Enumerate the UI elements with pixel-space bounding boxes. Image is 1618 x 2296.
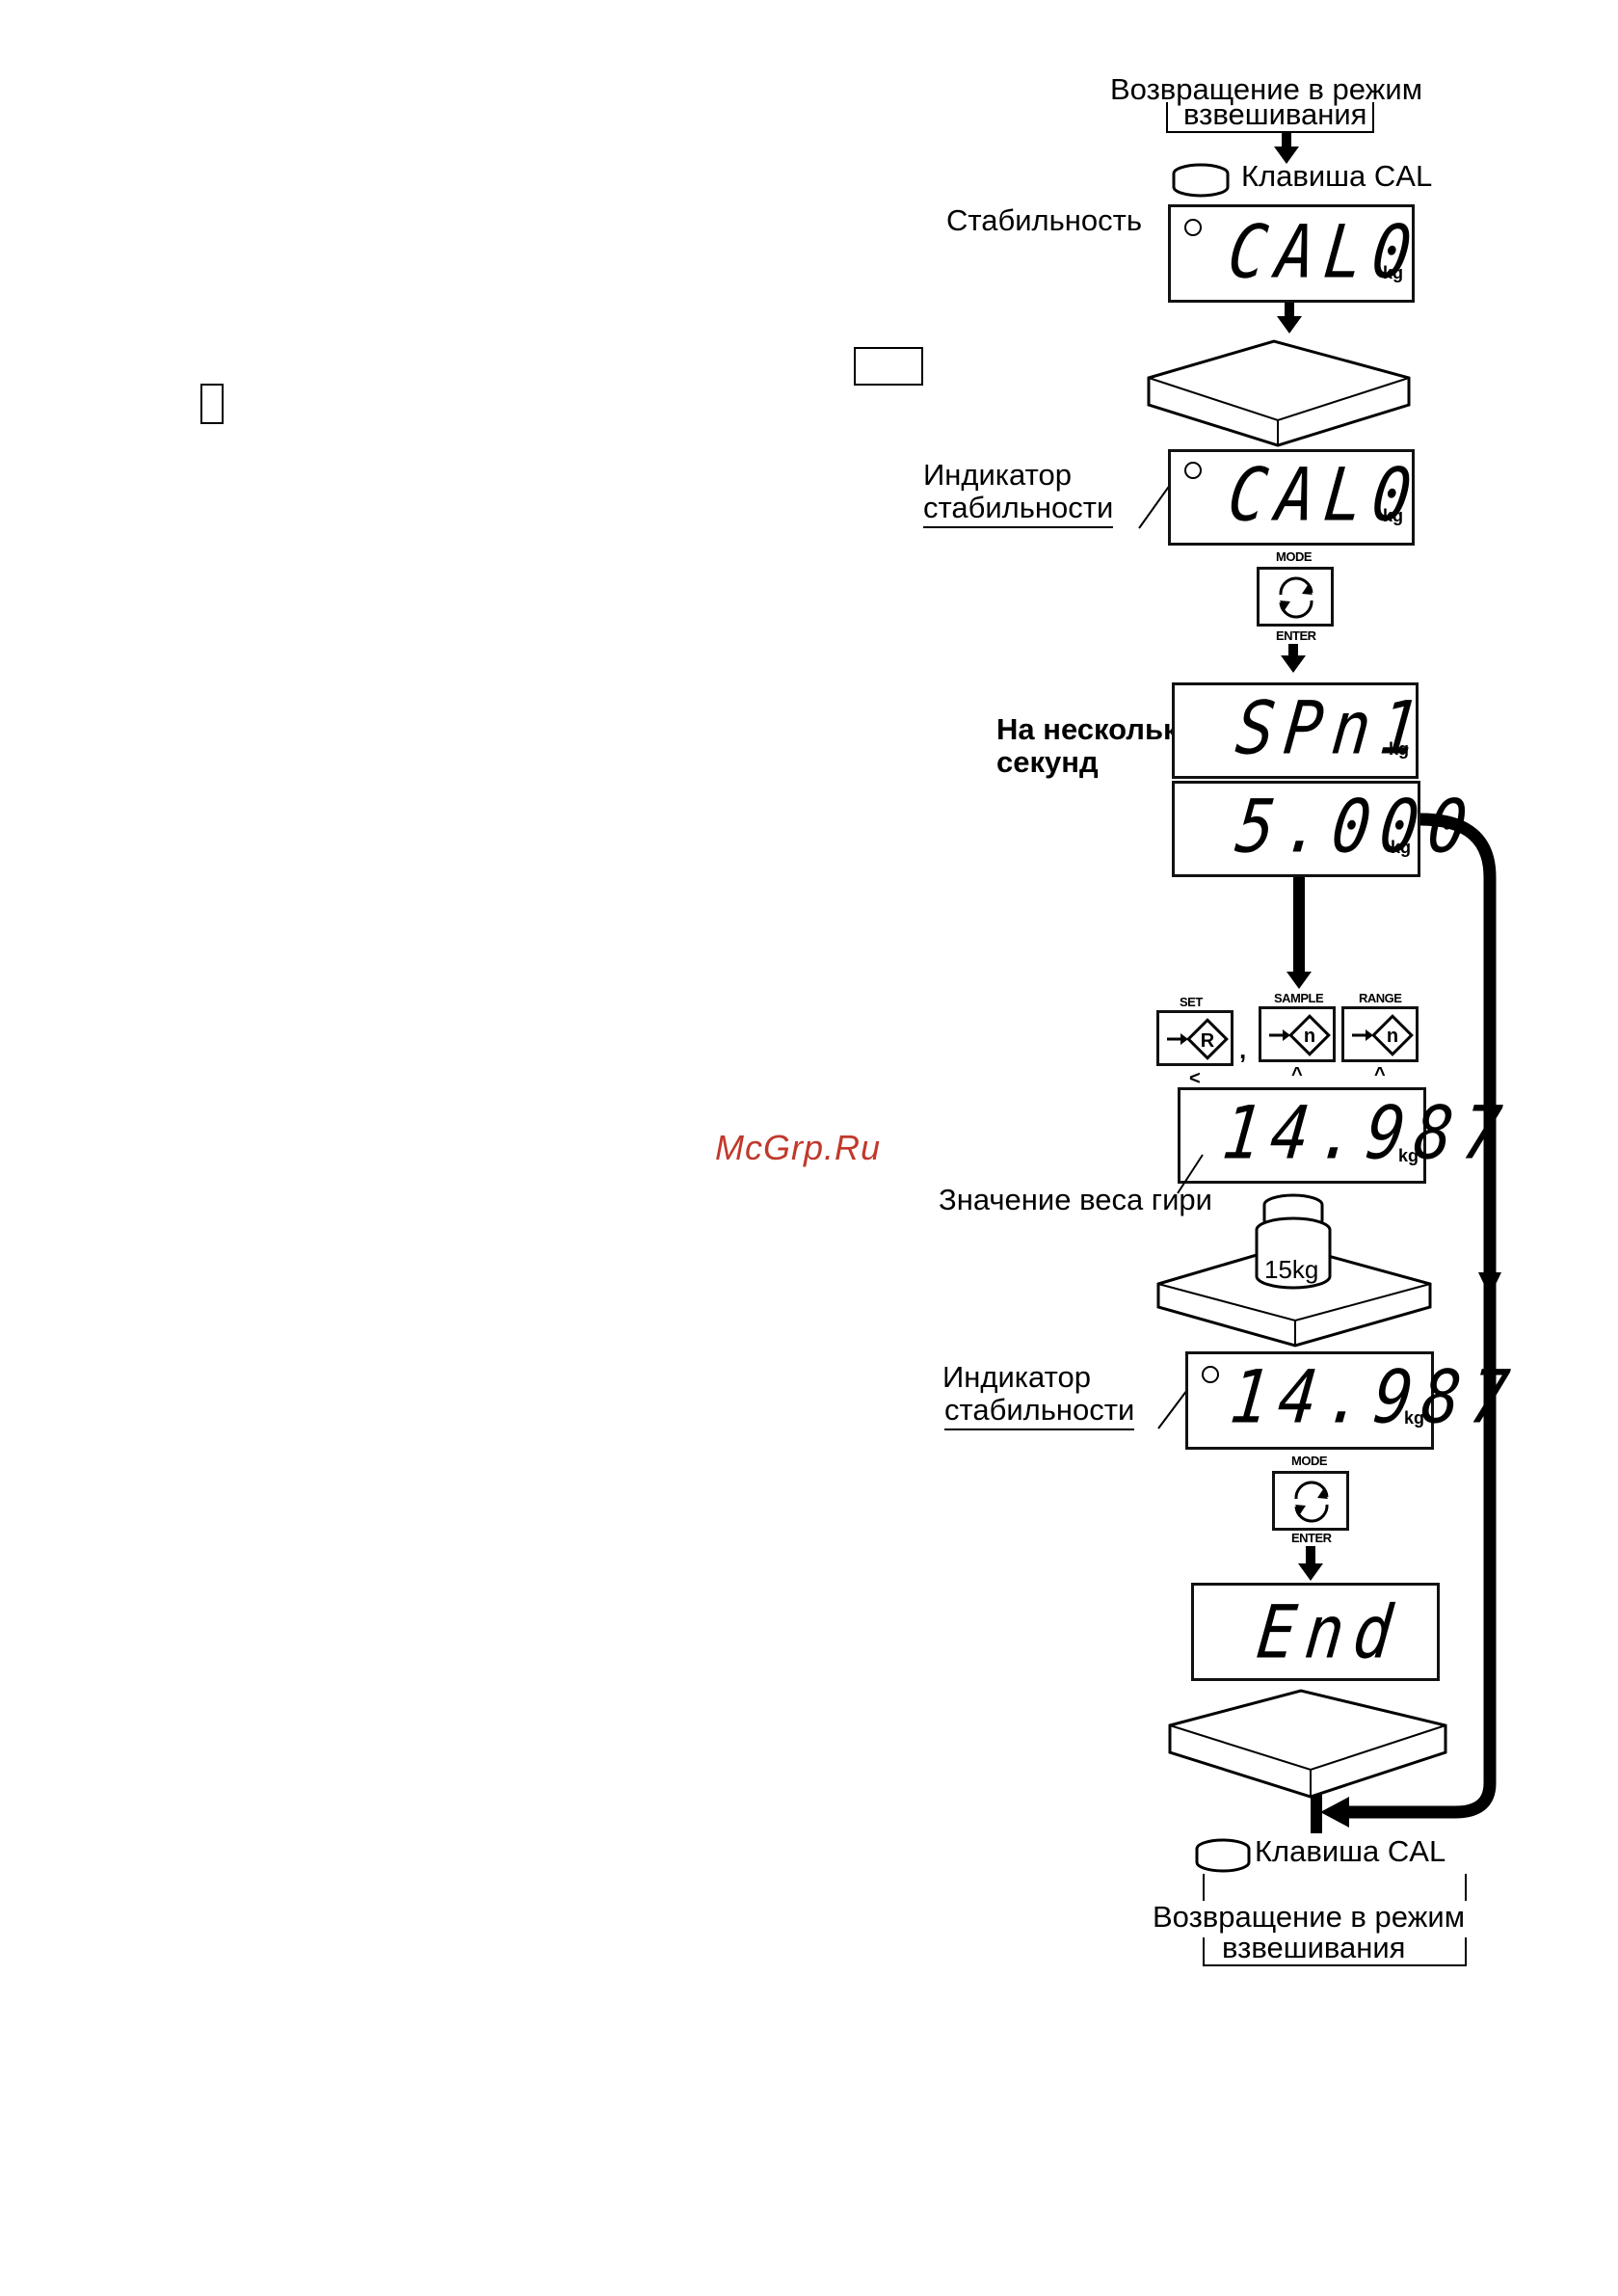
indicator-1-line2: стабильности xyxy=(923,492,1114,528)
range-key-label: RANGE xyxy=(1359,991,1402,1005)
arrow-down-icon xyxy=(1298,1563,1323,1581)
display-2: CAL0 kg xyxy=(1168,449,1425,546)
return-top-line2: взвешивания xyxy=(1183,97,1367,131)
return-bottom-bracket xyxy=(1203,1937,1467,1966)
set-key-icon: R xyxy=(1156,1010,1233,1066)
range-key-icon: n xyxy=(1341,1006,1419,1062)
display-6-value: 14.987 xyxy=(1226,1354,1524,1440)
arrow-shaft xyxy=(1293,877,1305,974)
stability-indicator xyxy=(1184,219,1202,236)
weighing-pan-icon xyxy=(1168,1689,1447,1799)
arrow-shaft xyxy=(1282,133,1291,148)
mode-enter-key-icon xyxy=(1257,567,1334,627)
sample-key-icon: n xyxy=(1259,1006,1336,1062)
indicator-2-line1: Индикатор xyxy=(942,1360,1091,1394)
display-7: End xyxy=(1191,1583,1440,1681)
sample-key-caret: ^ xyxy=(1291,1064,1303,1085)
mode-label-2: MODE xyxy=(1291,1454,1328,1468)
set-key-caret: < xyxy=(1189,1068,1201,1089)
return-bottom-line1: Возвращение в режим xyxy=(1153,1900,1466,1934)
arrow-shaft xyxy=(1306,1546,1315,1565)
display-4-unit: kg xyxy=(1391,838,1412,857)
indicator-1-line1: Индикатор xyxy=(923,458,1072,492)
weight-value-label: Значение веса гири xyxy=(939,1183,1212,1216)
display-3: SPn1 kg xyxy=(1172,682,1433,779)
key-comma: , xyxy=(1239,1035,1246,1064)
display-6: 14.987 kg xyxy=(1185,1351,1523,1450)
display-5-unit: kg xyxy=(1398,1146,1419,1165)
scan-box-mid xyxy=(854,347,923,386)
display-5-value: 14.987 xyxy=(1218,1090,1516,1176)
display-3-unit: kg xyxy=(1389,739,1410,759)
arrow-down-icon xyxy=(1274,147,1299,164)
return-top-line1: Возвращение в режим xyxy=(1110,72,1423,106)
cal-key-icon xyxy=(1172,163,1230,198)
weight-value-pointer xyxy=(1177,1154,1204,1194)
stability-indicator xyxy=(1184,462,1202,479)
stability-label: Стабильность xyxy=(946,203,1142,237)
scan-box-left xyxy=(200,384,224,424)
display-4: 5.000 kg xyxy=(1172,781,1480,877)
arrow-shaft xyxy=(1311,1795,1322,1833)
display-5: 14.987 kg xyxy=(1178,1087,1515,1184)
return-bottom-line2: взвешивания xyxy=(1222,1931,1406,1964)
cal-key-bottom-label: Клавиша CAL xyxy=(1255,1834,1446,1868)
return-bottom-bracket-top xyxy=(1203,1874,1467,1901)
cal-key-icon xyxy=(1195,1838,1251,1873)
weighing-pan-icon xyxy=(1147,339,1411,447)
display-2-unit: kg xyxy=(1383,506,1404,525)
sample-key-glyph: n xyxy=(1304,1026,1315,1047)
display-6-unit: kg xyxy=(1404,1408,1425,1428)
weight-mass-label: 15kg xyxy=(1264,1255,1319,1284)
calibration-weight-icon xyxy=(1255,1193,1332,1290)
arrow-down-icon xyxy=(1281,655,1306,673)
arrow-down-icon xyxy=(1277,316,1302,334)
indicator-2-line2: стабильности xyxy=(944,1394,1135,1430)
display-7-value: End xyxy=(1253,1589,1406,1675)
mode-label-1: MODE xyxy=(1276,549,1313,564)
arrow-down-icon xyxy=(1286,972,1312,989)
few-seconds-line2: секунд xyxy=(996,745,1099,779)
set-key-glyph: R xyxy=(1201,1030,1215,1052)
display-1: CAL0 kg xyxy=(1168,204,1425,303)
enter-label-2: ENTER xyxy=(1291,1531,1332,1545)
stability-indicator xyxy=(1202,1366,1219,1383)
arrow-shaft xyxy=(1285,303,1294,318)
arrow-shaft xyxy=(1288,644,1298,657)
watermark: McGrp.Ru xyxy=(715,1128,882,1167)
range-key-caret: ^ xyxy=(1374,1064,1386,1085)
set-key-label: SET xyxy=(1180,995,1203,1009)
mode-enter-key-icon xyxy=(1272,1471,1349,1531)
cal-key-top-label: Клавиша CAL xyxy=(1241,159,1433,193)
enter-label-1: ENTER xyxy=(1276,628,1316,643)
display-1-unit: kg xyxy=(1383,263,1404,282)
return-top-bracket xyxy=(1166,102,1374,133)
few-seconds-line1: На несколько xyxy=(996,712,1197,746)
range-key-glyph: n xyxy=(1387,1026,1398,1047)
bypass-arrow-loop xyxy=(1320,813,1501,1828)
sample-key-label: SAMPLE xyxy=(1274,991,1324,1005)
